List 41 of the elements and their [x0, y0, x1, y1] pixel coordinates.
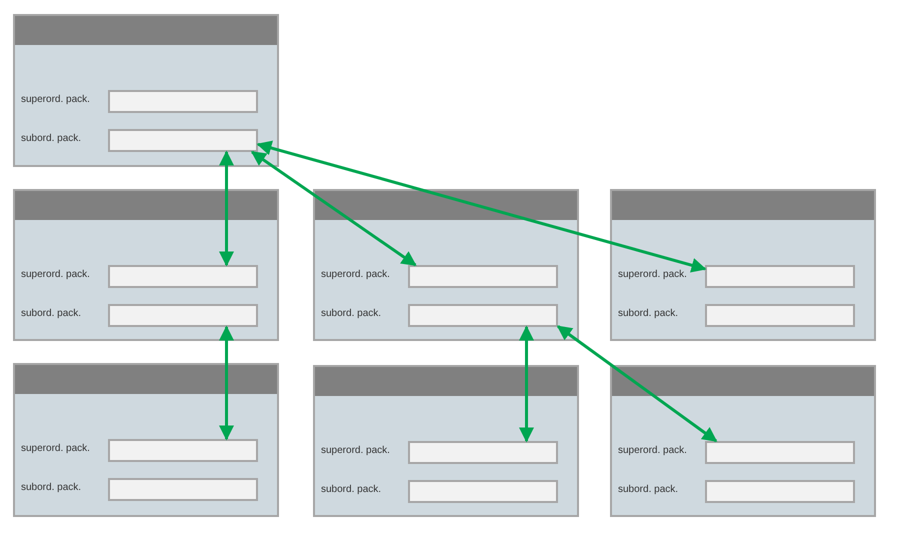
input-field: [108, 129, 258, 152]
panel-card: [13, 189, 279, 341]
double-arrow: [519, 326, 534, 442]
input-field: [108, 478, 258, 501]
panel-card: [313, 189, 579, 341]
input-field: [705, 304, 855, 327]
input-field: [108, 90, 258, 113]
input-field: [108, 439, 258, 462]
input-field: [108, 304, 258, 327]
input-field: [705, 480, 855, 503]
input-field: [705, 441, 855, 464]
field-label: superord. pack.: [21, 95, 90, 105]
panel-card: [610, 365, 876, 517]
field-label: superord. pack.: [321, 446, 390, 456]
double-arrow: [256, 140, 706, 273]
field-label: subord. pack.: [321, 485, 382, 495]
input-field: [408, 441, 558, 464]
field-label: superord. pack.: [618, 270, 687, 280]
input-field: [408, 304, 558, 327]
field-label: subord. pack.: [618, 485, 678, 495]
panel-card: [313, 365, 579, 517]
panel-card: [610, 189, 876, 341]
panel-card: [13, 363, 279, 517]
field-label: superord. pack.: [321, 270, 390, 280]
input-field: [408, 480, 558, 503]
double-arrow: [219, 150, 234, 266]
field-label: subord. pack.: [21, 483, 82, 493]
panel-card: [13, 14, 279, 167]
field-label: superord. pack.: [21, 444, 90, 454]
input-field: [108, 265, 258, 288]
field-label: subord. pack.: [21, 134, 82, 144]
input-field: [408, 265, 558, 288]
double-arrow: [250, 150, 417, 266]
field-label: subord. pack.: [321, 309, 382, 319]
field-label: superord. pack.: [21, 270, 90, 280]
field-label: superord. pack.: [618, 446, 687, 456]
double-arrow: [556, 325, 718, 442]
double-arrow: [219, 326, 234, 440]
input-field: [705, 265, 855, 288]
field-label: subord. pack.: [618, 309, 678, 319]
field-label: subord. pack.: [21, 309, 82, 319]
